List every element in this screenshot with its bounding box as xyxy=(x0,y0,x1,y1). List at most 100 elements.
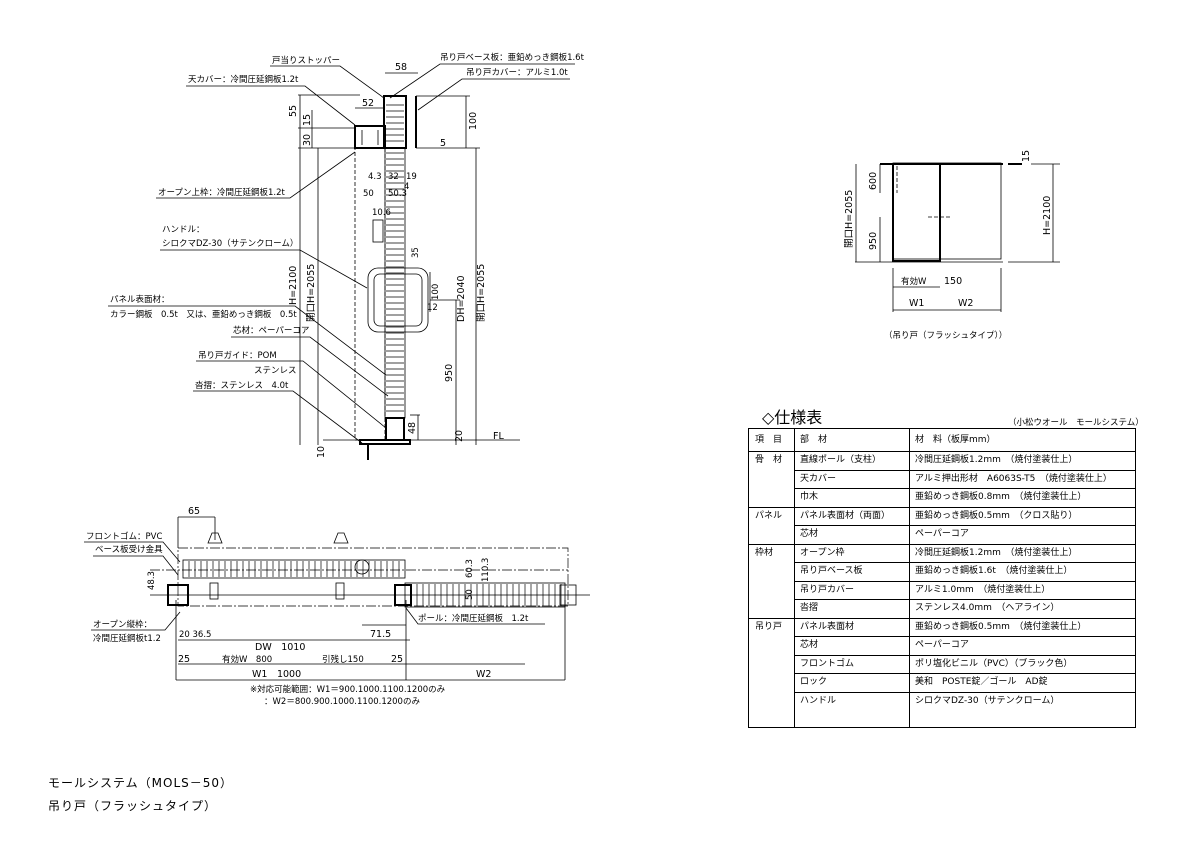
header-cell: 項 目 xyxy=(755,435,783,445)
dim-10: 10 xyxy=(316,446,327,458)
group-label: 骨 材 xyxy=(755,455,783,465)
material-cell: 亜鉛めっき鋼板1.6t （焼付塗装仕上） xyxy=(915,566,1073,576)
dim-5: 5 xyxy=(440,138,446,149)
drawing-title-1: モールシステム（MOLS－50） xyxy=(48,776,234,790)
label-open-top-frame: オープン上枠：冷間圧延鋼板1.2t xyxy=(158,187,286,198)
label-open-frame-1: オープン縦枠： xyxy=(93,619,152,630)
row-divider xyxy=(794,580,1135,582)
dim-opening-h-left: 開口H=2055 xyxy=(306,264,317,322)
plan-view: 65 48.3 20 36.5 71.5 DW 1010 25 有効W 800 … xyxy=(84,506,590,707)
group-label: 吊り戸 xyxy=(755,621,783,632)
material-cell: 亜鉛めっき鋼板0.8mm （焼付塗装仕上） xyxy=(915,492,1087,502)
dim-100-handle: 100 xyxy=(431,284,441,300)
part-cell: 直線ポール（支柱） xyxy=(800,455,882,465)
label-core: 芯材：ペーパーコア xyxy=(233,325,309,336)
dim-19: 19 xyxy=(406,172,417,182)
part-cell: パネル表面材（両面） xyxy=(800,510,891,521)
spec-table-title: ◇仕様表 xyxy=(762,408,822,427)
part-cell: フロントゴム xyxy=(800,658,855,669)
drawing-title-2: 吊り戸（フラッシュタイプ） xyxy=(48,799,218,813)
spec-table: 項 目部 材材 料（板厚mm）骨 材直線ポール（支柱）冷間圧延鋼板1.2mm （… xyxy=(748,428,1136,728)
group-divider xyxy=(749,543,1135,545)
material-cell: 美和 POSTE錠／ゴール AD錠 xyxy=(915,677,1048,687)
dim-50-3: 50.3 xyxy=(388,189,407,199)
dim-15: 15 xyxy=(302,114,313,126)
dim-50: 50 xyxy=(363,189,374,199)
dim-55: 55 xyxy=(288,105,299,117)
column-divider xyxy=(909,429,910,727)
row-divider xyxy=(794,636,1135,637)
dim-4: 4 xyxy=(404,182,409,192)
handle xyxy=(367,267,429,333)
dim-20-36-5: 20 36.5 xyxy=(179,630,211,640)
dim-30: 30 xyxy=(302,134,313,146)
elev-effective-w: 有効W xyxy=(901,276,927,287)
label-panel-2: カラー鋼板 0.5t 又は、亜鉛めっき鋼板 0.5t xyxy=(110,309,297,320)
dim-52: 52 xyxy=(362,98,374,109)
label-front-rubber: フロントゴム：PVC xyxy=(86,531,162,542)
header-cell: 材 料（板厚mm） xyxy=(915,435,996,445)
part-cell: 芯材 xyxy=(800,640,819,650)
dim-60-3: 60.3 xyxy=(465,559,475,578)
group-divider xyxy=(749,617,1135,619)
dim-dh2040: DH=2040 xyxy=(456,275,467,322)
elev-w1: W1 xyxy=(909,298,924,309)
elev-dim-15: 15 xyxy=(1021,150,1032,162)
header-cell: 部 材 xyxy=(800,435,828,445)
dim-35: 35 xyxy=(411,247,421,258)
part-cell: オープン枠 xyxy=(800,547,845,558)
dim-12: 12 xyxy=(427,303,438,313)
row-divider xyxy=(794,599,1135,600)
label-handle-2: シロクマDZ-30（サテンクローム） xyxy=(162,238,298,249)
row-divider xyxy=(794,654,1135,656)
row-divider xyxy=(794,469,1135,471)
elev-dim-950: 950 xyxy=(868,232,879,250)
door-leaf-plan xyxy=(182,559,406,579)
dim-950: 950 xyxy=(444,364,455,382)
label-guide-2: ステンレス xyxy=(254,366,297,376)
part-cell: 天カバー xyxy=(800,473,837,484)
part-cell: ハンドル xyxy=(800,695,837,706)
group-divider xyxy=(749,506,1135,508)
elev-dim-150: 150 xyxy=(944,276,962,287)
label-stopper: 戸当りストッパー xyxy=(272,55,340,66)
dim-50-plan: 50 xyxy=(465,589,475,600)
dim-w2: W2 xyxy=(476,669,491,680)
dim-effective-w: 有効W 800 xyxy=(222,654,272,665)
row-divider xyxy=(749,451,1135,452)
label-threshold: 沓摺：ステンレス 4.0t xyxy=(195,380,289,391)
material-cell: ペーパーコア xyxy=(915,529,969,539)
dim-25-left: 25 xyxy=(178,654,190,665)
dim-71-5: 71.5 xyxy=(370,629,391,640)
fl-label: FL xyxy=(493,431,504,442)
dim-58: 58 xyxy=(395,62,407,73)
label-top-cover: 天カバー：冷間圧延鋼板1.2t xyxy=(188,74,299,85)
label-base-plate: 吊り戸ベース板：亜鉛めっき鋼板1.6t xyxy=(440,52,585,63)
row-divider xyxy=(794,525,1135,526)
elevation-view: 15 600 950 開口H=2055 H=2100 有効W 150 W1 W2… xyxy=(844,150,1060,341)
elev-caption: （吊り戸（フラッシュタイプ）） xyxy=(884,330,1007,341)
material-cell: アルミ押出形材 A6063S-T5 （焼付塗装仕上） xyxy=(915,473,1112,484)
label-guide-1: 吊り戸ガイド：POM xyxy=(198,350,277,361)
part-cell: 吊り戸カバー xyxy=(800,584,855,595)
elev-h: H=2100 xyxy=(1042,196,1053,235)
dim-4-3: 4.3 xyxy=(368,172,382,182)
label-pole: ポール：冷間圧延鋼板 1.2t xyxy=(418,613,529,624)
material-cell: 亜鉛めっき鋼板0.5mm （クロス貼り） xyxy=(915,510,1078,521)
label-open-frame-2: 冷間圧延鋼板t1.2 xyxy=(93,633,161,644)
dim-10-6: 10.6 xyxy=(372,208,391,218)
label-door-cover: 吊り戸カバー：アルミ1.0t xyxy=(466,68,568,78)
part-cell: 芯材 xyxy=(800,529,819,539)
row-divider xyxy=(794,691,1135,693)
door-leaf-elevation xyxy=(892,163,941,262)
dim-65: 65 xyxy=(188,506,200,517)
dim-h2100: H=2100 xyxy=(288,266,299,305)
dim-32: 32 xyxy=(388,172,399,182)
spec-table-subtitle: （小松ウオール モールシステム） xyxy=(1008,417,1144,428)
group-label: パネル xyxy=(755,510,783,521)
part-cell: パネル表面材 xyxy=(800,621,855,632)
elev-opening-h: 開口H=2055 xyxy=(844,190,855,248)
row-divider xyxy=(794,562,1135,563)
column-divider xyxy=(794,429,795,727)
